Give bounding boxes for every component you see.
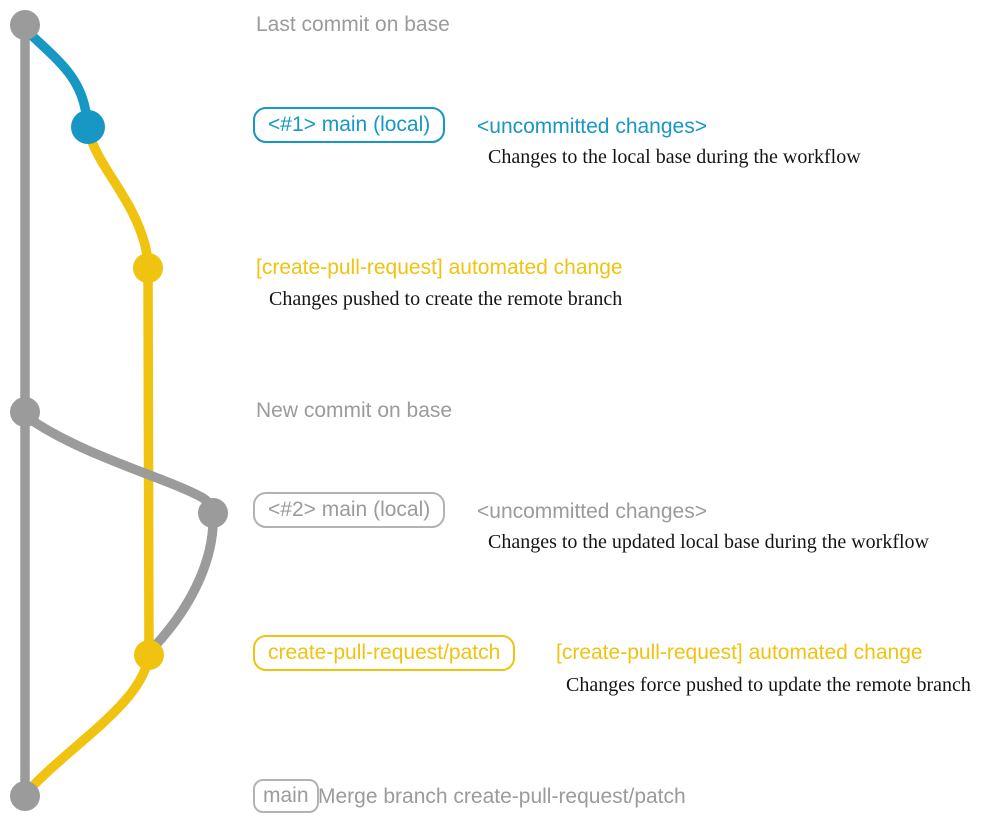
automated-change-tag-1: [create-pull-request] automated change bbox=[256, 256, 623, 279]
local-base-note-2: Changes to the updated local base during… bbox=[488, 531, 929, 553]
patch-branch-badge: create-pull-request/patch bbox=[253, 635, 516, 672]
commit-node-new-base bbox=[10, 397, 40, 427]
commit-node-last-base bbox=[10, 10, 40, 40]
commit-node-automated-change-2 bbox=[134, 640, 164, 670]
uncommitted-changes-tag-1: <uncommitted changes> bbox=[477, 115, 707, 138]
merge-label: Merge branch create-pull-request/patch bbox=[318, 785, 686, 808]
commit-node-automated-change-1 bbox=[133, 253, 163, 283]
local-main-1-badge: <#1> main (local) bbox=[253, 107, 446, 144]
patch-branch-line bbox=[143, 267, 154, 656]
patch-branch-curve bbox=[83, 125, 153, 273]
force-push-curve bbox=[149, 509, 218, 652]
commit-node-merge bbox=[10, 781, 40, 811]
commit-graph bbox=[10, 10, 228, 811]
uncommitted-changes-tag-2: <uncommitted changes> bbox=[477, 500, 707, 523]
last-commit-label: Last commit on base bbox=[256, 13, 450, 36]
local-main-branch-curve bbox=[21, 25, 93, 132]
new-commit-label: New commit on base bbox=[256, 399, 453, 422]
commit-node-local-main-1 bbox=[71, 110, 105, 144]
rebase-curve bbox=[22, 412, 218, 518]
main-badge: main bbox=[253, 779, 319, 814]
automated-change-tag-2: [create-pull-request] automated change bbox=[556, 641, 923, 664]
local-base-note-1: Changes to the local base during the wor… bbox=[488, 146, 861, 168]
merge-curve bbox=[23, 654, 153, 796]
local-main-2-badge: <#2> main (local) bbox=[253, 492, 446, 529]
push-note: Changes pushed to create the remote bran… bbox=[269, 288, 623, 310]
commit-node-local-main-2 bbox=[198, 498, 228, 528]
force-push-note: Changes force pushed to update the remot… bbox=[566, 674, 971, 696]
